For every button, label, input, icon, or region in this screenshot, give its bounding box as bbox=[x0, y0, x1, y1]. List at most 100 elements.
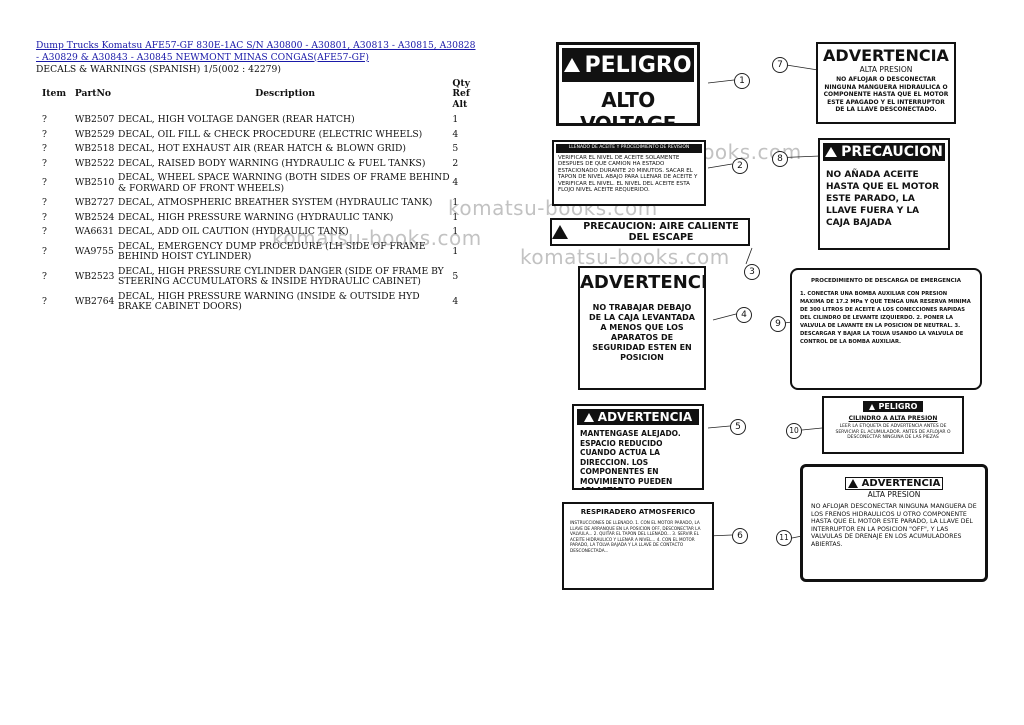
decal-body: LEER LA ETIQUETA DE ADVERTENCIA ANTES DE… bbox=[835, 424, 951, 440]
row-item: ? bbox=[42, 177, 47, 189]
row-item: ? bbox=[42, 157, 47, 169]
decal-title: ADVERTENCIA bbox=[580, 272, 704, 293]
decal-hot-exhaust: PRECAUCION: AIRE CALIENTE DEL ESCAPE bbox=[550, 218, 750, 246]
warning-triangle-icon bbox=[583, 412, 594, 422]
row-item: ? bbox=[42, 295, 47, 307]
callout-10: 10 bbox=[786, 423, 802, 439]
row-partno: WB2524 bbox=[74, 211, 115, 223]
decal-subtitle: ALTA PRESION bbox=[859, 65, 913, 74]
warning-triangle-icon bbox=[825, 147, 838, 157]
row-item: ? bbox=[42, 143, 47, 154]
warning-triangle-icon bbox=[564, 58, 581, 72]
decal-title: ADVERTENCIA bbox=[597, 410, 693, 424]
decal-body: NO AFLOJAR O DESCONECTAR NINGUNA MANGUER… bbox=[823, 76, 949, 113]
decal-wheel-space: ADVERTENCIA MANTENGASE ALEJADO. ESPACIO … bbox=[572, 404, 704, 490]
watermark: komatsu-books.com bbox=[272, 226, 482, 250]
decal-add-oil-caution: PRECAUCION NO AÑADA ACEITE HASTA QUE EL … bbox=[818, 138, 950, 250]
col-item-header: Item bbox=[42, 88, 67, 99]
decal-body: VERIFICAR EL NIVEL DE ACEITE SOLAMENTE D… bbox=[558, 154, 698, 194]
row-partno: WA9755 bbox=[74, 245, 114, 257]
row-qty: 4 bbox=[452, 128, 459, 140]
row-partno: WB2523 bbox=[74, 270, 115, 282]
decal-banner: PELIGRO bbox=[562, 48, 694, 82]
row-description: DECAL, HOT EXHAUST AIR (REAR HATCH & BLO… bbox=[117, 143, 406, 154]
row-description: DECAL, ATMOSPHERIC BREATHER SYSTEM (HYDR… bbox=[117, 197, 433, 208]
row-item: ? bbox=[42, 211, 47, 223]
decal-atmospheric-breather: RESPIRADERO ATMOSFERICO INSTRUCCIONES DE… bbox=[562, 502, 714, 590]
decal-subtitle: ALTA PRESION bbox=[867, 490, 921, 499]
col-description-header: Description bbox=[255, 88, 316, 99]
row-description: DECAL, HIGH PRESSURE WARNING (HYDRAULIC … bbox=[117, 211, 394, 223]
row-description: DECAL, ADD OIL CAUTION (HYDRAULIC TANK) bbox=[117, 226, 349, 237]
decal-title: ADVERTENCIA bbox=[861, 478, 941, 489]
warning-triangle-icon bbox=[868, 403, 875, 410]
decal-body: NO AÑADA ACEITE HASTA QUE EL MOTOR ESTE … bbox=[826, 170, 940, 228]
parts-table: Item PartNo Description Qty Ref Alt ?WB2… bbox=[36, 78, 474, 315]
decal-high-voltage: PELIGRO ALTO VOLTAGE bbox=[556, 42, 700, 126]
callout-3: 3 bbox=[744, 264, 760, 280]
row-description: DECAL, RAISED BODY WARNING (HYDRAULIC & … bbox=[117, 157, 426, 169]
row-qty: 1 bbox=[452, 114, 459, 125]
col-partno-header: PartNo bbox=[74, 88, 112, 99]
row-description: DECAL, HIGH VOLTAGE DANGER (REAR HATCH) bbox=[117, 114, 355, 125]
row-description: DECAL, HIGH PRESSURE CYLINDER DANGER (SI… bbox=[117, 265, 444, 287]
warning-triangle-icon bbox=[847, 479, 858, 488]
row-qty: 1 bbox=[452, 197, 459, 208]
callout-2: 2 bbox=[732, 158, 748, 174]
decal-raised-body: ADVERTENCIA NO TRABAJAR DEBAJO DE LA CAJ… bbox=[578, 266, 706, 390]
row-item: ? bbox=[42, 245, 47, 257]
callout-7: 7 bbox=[772, 57, 788, 73]
row-qty: 1 bbox=[452, 211, 459, 223]
parts-list-panel: Dump Trucks Komatsu AFE57-GF 830E-1AC S/… bbox=[36, 40, 476, 315]
decal-title: PRECAUCION bbox=[841, 144, 943, 160]
row-partno: WB2764 bbox=[74, 295, 115, 307]
row-description: DECAL, OIL FILL & CHECK PROCEDURE (ELECT… bbox=[117, 128, 423, 140]
col-qty-header: Qty Ref Alt bbox=[452, 77, 470, 110]
decal-emergency-dump: PROCEDIMIENTO DE DESCARGA DE EMERGENCIA … bbox=[790, 268, 982, 390]
row-qty: 1 bbox=[452, 226, 459, 237]
row-description: DECAL, WHEEL SPACE WARNING (BOTH SIDES O… bbox=[117, 172, 450, 194]
decal-body: PRECAUCION: AIRE CALIENTE DEL ESCAPE bbox=[583, 221, 739, 243]
row-qty: 5 bbox=[452, 143, 459, 154]
row-item: ? bbox=[42, 226, 47, 237]
callout-11: 11 bbox=[776, 530, 792, 546]
row-partno: WB2510 bbox=[74, 177, 115, 189]
callout-9: 9 bbox=[770, 316, 786, 332]
callout-6: 6 bbox=[732, 528, 748, 544]
decal-body: MANTENGASE ALEJADO. ESPACIO REDUCIDO CUA… bbox=[580, 429, 681, 488]
decal-body: 1. CONECTAR UNA BOMBA AUXILIAR CON PRESI… bbox=[800, 291, 971, 345]
callout-1: 1 bbox=[734, 73, 750, 89]
row-partno: WA6631 bbox=[74, 226, 114, 237]
decal-title: PROCEDIMIENTO DE DESCARGA DE EMERGENCIA bbox=[811, 278, 961, 284]
row-partno: WB2522 bbox=[74, 157, 115, 169]
decal-banner: ADVERTENCIA bbox=[577, 409, 699, 425]
decal-banner: PELIGRO bbox=[863, 401, 923, 412]
decal-high-pressure-hydraulic: ADVERTENCIA ALTA PRESION NO AFLOJAR O DE… bbox=[816, 42, 956, 124]
callout-5: 5 bbox=[730, 419, 746, 435]
decal-title: PELIGRO bbox=[584, 52, 692, 78]
breadcrumb-link[interactable]: Dump Trucks Komatsu AFE57-GF 830E-1AC S/… bbox=[36, 40, 476, 63]
decal-title: PELIGRO bbox=[878, 402, 918, 411]
row-item: ? bbox=[42, 197, 47, 208]
row-partno: WB2727 bbox=[74, 197, 115, 208]
decal-body: NO AFLOJAR DESCONECTAR NINGUNA MANGUERA … bbox=[811, 503, 977, 548]
row-qty: 2 bbox=[452, 157, 459, 169]
callout-leaders bbox=[707, 63, 823, 539]
decal-title: RESPIRADERO ATMOSFERICO bbox=[580, 508, 696, 516]
decal-subtitle: CILINDRO A ALTA PRESION bbox=[848, 415, 938, 422]
row-partno: WB2518 bbox=[74, 143, 115, 154]
row-description: DECAL, EMERGENCY DUMP PROCEDURE (LH SIDE… bbox=[117, 240, 426, 262]
decal-banner: PRECAUCION bbox=[823, 143, 945, 161]
warning-triangle-icon bbox=[552, 225, 568, 239]
decal-high-pressure-cylinder: PELIGRO CILINDRO A ALTA PRESION LEER LA … bbox=[822, 396, 964, 454]
decal-brake-high-pressure: ADVERTENCIA ALTA PRESION NO AFLOJAR DESC… bbox=[800, 464, 988, 582]
decal-body: NO TRABAJAR DEBAJO DE LA CAJA LEVANTADA … bbox=[589, 303, 695, 362]
